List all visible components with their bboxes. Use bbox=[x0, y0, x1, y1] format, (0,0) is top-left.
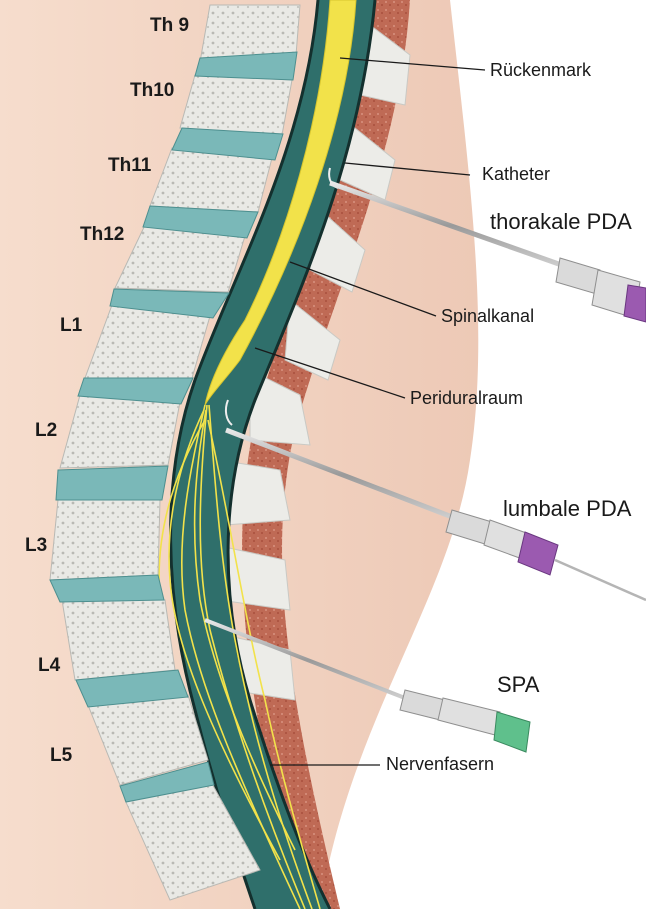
label-spa: SPA bbox=[497, 672, 539, 698]
label-rueckenmark: Rückenmark bbox=[490, 60, 591, 81]
label-l3: L3 bbox=[25, 535, 47, 557]
label-periduralraum: Periduralraum bbox=[410, 388, 523, 409]
label-th11: Th11 bbox=[108, 155, 151, 177]
label-thorakale-pda: thorakale PDA bbox=[490, 209, 632, 235]
label-th12: Th12 bbox=[80, 224, 124, 246]
label-l4: L4 bbox=[38, 655, 60, 677]
label-l1: L1 bbox=[60, 315, 82, 337]
label-lumbale-pda: lumbale PDA bbox=[503, 496, 631, 522]
label-th9: Th 9 bbox=[150, 15, 189, 37]
label-th10: Th10 bbox=[130, 80, 174, 102]
label-katheter: Katheter bbox=[482, 164, 550, 185]
label-l5: L5 bbox=[50, 745, 72, 767]
label-l2: L2 bbox=[35, 420, 57, 442]
label-nervenfasern: Nervenfasern bbox=[386, 754, 494, 775]
label-spinalkanal: Spinalkanal bbox=[441, 306, 534, 327]
